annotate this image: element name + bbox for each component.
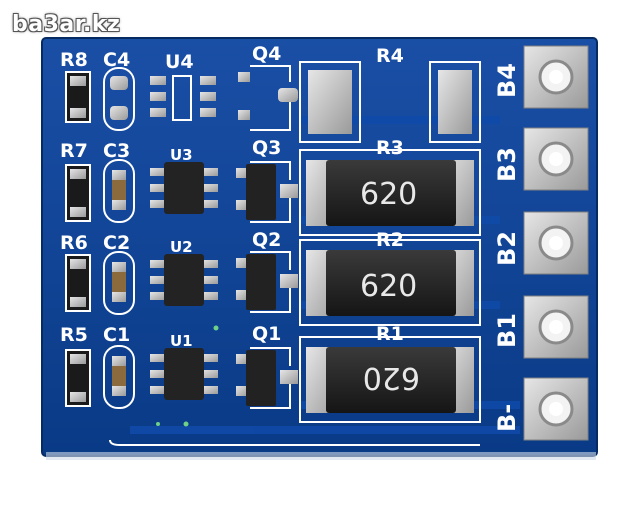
label-q3: Q3 (252, 137, 281, 159)
label-bminus: B- (493, 404, 521, 432)
code-r3: 620 (360, 177, 417, 212)
ics (150, 162, 218, 400)
transistors (236, 65, 298, 409)
terminal-pads (523, 45, 589, 441)
label-q2: Q2 (252, 229, 281, 251)
watermark-text: ba3ar.kz (12, 12, 121, 37)
terminal-labels: B4 B3 B2 B1 B- (493, 63, 521, 432)
label-r5: R5 (60, 324, 88, 346)
label-r3: R3 (376, 137, 404, 159)
bminus-pad (523, 377, 589, 441)
code-r1: 620 (363, 360, 420, 395)
label-b2: B2 (493, 231, 521, 266)
label-b3: B3 (493, 147, 521, 182)
u3-component (150, 162, 218, 214)
b3-pad (523, 127, 589, 191)
r3-component (306, 160, 474, 226)
q3-component (236, 161, 298, 223)
c2-component (103, 251, 135, 315)
c4-component (103, 67, 135, 131)
label-b1: B1 (493, 313, 521, 348)
label-c2: C2 (103, 232, 130, 254)
r2-component (306, 250, 474, 316)
r4-footprint (308, 70, 472, 134)
label-r7: R7 (60, 140, 88, 162)
label-u3: U3 (170, 146, 193, 164)
vias (156, 325, 219, 427)
c3-component (103, 159, 135, 223)
resistor-codes: 620 620 620 (360, 177, 420, 395)
u4-footprint (150, 75, 216, 121)
label-c1: C1 (103, 324, 130, 346)
q4-component (238, 65, 298, 131)
label-u2: U2 (170, 238, 193, 256)
label-r2: R2 (376, 229, 404, 251)
label-u1: U1 (170, 332, 193, 350)
label-r1: R1 (376, 323, 404, 345)
code-r2: 620 (360, 269, 417, 304)
big-resistors (306, 160, 474, 413)
label-r6: R6 (60, 232, 88, 254)
u2-component (150, 254, 218, 306)
capacitors (103, 67, 135, 409)
label-q1: Q1 (252, 323, 281, 345)
r1-component (306, 347, 474, 413)
q2-component (236, 251, 298, 313)
c1-component (103, 345, 135, 409)
small-resistors (65, 71, 91, 407)
u1-component (150, 348, 218, 400)
b4-pad (523, 45, 589, 109)
label-c4: C4 (103, 49, 130, 71)
label-r4: R4 (376, 45, 404, 67)
label-r8: R8 (60, 49, 88, 71)
label-b4: B4 (493, 63, 521, 98)
label-c3: C3 (103, 140, 130, 162)
label-u4: U4 (165, 51, 194, 73)
b2-pad (523, 211, 589, 275)
label-q4: Q4 (252, 43, 281, 65)
q1-component (236, 347, 298, 409)
silkscreen-labels: R8 C4 U4 Q4 R4 R7 C3 U3 Q3 R3 R6 C2 U2 Q… (60, 43, 404, 350)
b1-pad (523, 295, 589, 359)
